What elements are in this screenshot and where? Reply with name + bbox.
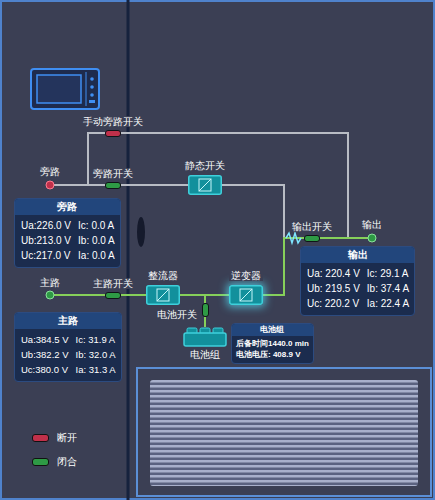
power-wire bbox=[121, 184, 188, 186]
panel-title: 主路 bbox=[15, 313, 121, 329]
panel-title: 输出 bbox=[301, 247, 414, 263]
terminal-label-holder: 旁路 bbox=[40, 166, 60, 178]
switch-symbol: 主路开关 bbox=[105, 292, 121, 299]
device-label: 整流器 bbox=[146, 270, 180, 281]
terminal-label: 旁路 bbox=[40, 166, 60, 177]
converter-box: 逆变器 bbox=[229, 285, 263, 305]
monitor-icon bbox=[31, 69, 99, 109]
device-label: 静态开关 bbox=[183, 160, 227, 171]
reading-panel: 主路 Ua:384.5 V Ic: 31.9 A Ub:382.2 V Ib: 32.0… bbox=[14, 312, 122, 382]
panel-title: 电池组 bbox=[232, 324, 313, 336]
converter-box: 整流器 bbox=[146, 285, 180, 305]
reading-value: Ic: 29.1 A bbox=[367, 266, 409, 281]
power-wire bbox=[180, 295, 205, 303]
switch-symbol: 手动旁路开关 bbox=[105, 130, 121, 137]
reading-value: Ia: 22.4 A bbox=[367, 296, 409, 311]
power-wire bbox=[263, 238, 304, 295]
terminal-dot bbox=[46, 291, 54, 299]
reading-value: Uc:380.0 V bbox=[21, 362, 69, 377]
panel-body: Ua: 220.4 V Ic: 29.1 A Ub: 219.5 V Ib: 37.4… bbox=[301, 263, 414, 315]
cabinet-panel bbox=[137, 368, 431, 496]
label-holder: 输出开关 bbox=[290, 221, 334, 233]
battery-icon bbox=[183, 327, 227, 347]
switch-label: 电池开关 bbox=[155, 309, 199, 320]
switch-symbol: 输出开关 bbox=[304, 235, 320, 242]
spark-symbol bbox=[286, 233, 301, 243]
reading-value: Ia: 31.3 A bbox=[76, 362, 116, 377]
reading-value: Ia: 0.0 A bbox=[78, 248, 115, 263]
terminal-dot bbox=[368, 234, 376, 242]
converter-icon bbox=[188, 175, 222, 195]
panel-title: 旁路 bbox=[15, 199, 120, 215]
reading-panel: 电池组后备时间1440.0 min电池电压: 408.9 V bbox=[231, 323, 314, 364]
terminal-label-holder: 输出 bbox=[362, 219, 382, 231]
legend-swatch bbox=[32, 458, 49, 466]
device-label: 电池组 bbox=[188, 349, 222, 360]
legend-row: 闭合 bbox=[32, 456, 77, 468]
power-wire bbox=[204, 317, 206, 327]
reading-value: 后备时间1440.0 min bbox=[236, 338, 309, 349]
switch-label: 主路开关 bbox=[91, 278, 135, 289]
reading-value: Ua:226.0 V bbox=[21, 218, 71, 233]
label-holder: 主路开关 bbox=[91, 278, 135, 290]
panel-body: Ua:226.0 V Ic: 0.0 A Ub:213.0 V Ib: 0.0 A Uc… bbox=[15, 215, 120, 267]
reading-value: Ua:384.5 V bbox=[21, 332, 69, 347]
switch-symbol: 旁路开关 bbox=[105, 182, 121, 189]
reading-value: Ic: 0.0 A bbox=[78, 218, 115, 233]
switch-label: 旁路开关 bbox=[91, 168, 135, 179]
panel-body: 后备时间1440.0 min电池电压: 408.9 V bbox=[232, 336, 313, 363]
legend-text: 闭合 bbox=[57, 456, 77, 468]
divider-line bbox=[127, 0, 130, 500]
device-label: 逆变器 bbox=[229, 270, 263, 281]
label-holder: 整流器 bbox=[146, 270, 180, 282]
legend-row: 断开 bbox=[32, 432, 77, 444]
reading-value: Ib: 37.4 A bbox=[367, 281, 409, 296]
terminal-label-holder: 主路 bbox=[40, 277, 60, 289]
label-holder: 手动旁路开关 bbox=[81, 116, 145, 128]
reading-value: Ib: 0.0 A bbox=[78, 233, 115, 248]
reading-value: 电池电压: 408.9 V bbox=[236, 349, 309, 360]
terminal-dot bbox=[46, 181, 54, 189]
label-holder: 旁路开关 bbox=[91, 168, 135, 180]
reading-value: Ub:213.0 V bbox=[21, 233, 71, 248]
converter-icon bbox=[229, 285, 263, 305]
converter-box: 静态开关 bbox=[188, 175, 222, 195]
legend-swatch bbox=[32, 434, 49, 442]
battery-box: 电池组 bbox=[183, 327, 227, 347]
switch-label: 手动旁路开关 bbox=[81, 116, 145, 127]
terminal-label: 输出 bbox=[362, 219, 382, 230]
power-wire bbox=[121, 294, 146, 296]
reading-value: Ib: 32.0 A bbox=[76, 347, 116, 362]
label-holder: 静态开关 bbox=[183, 160, 227, 172]
reading-value: Ub: 219.5 V bbox=[307, 281, 360, 296]
switch-symbol: 电池开关 bbox=[202, 303, 209, 317]
switch-label: 输出开关 bbox=[290, 221, 334, 232]
reading-panel: 输出 Ua: 220.4 V Ic: 29.1 A Ub: 219.5 V Ib: 37… bbox=[300, 246, 415, 316]
shadow-mark bbox=[137, 217, 145, 247]
reading-value: Ub:382.2 V bbox=[21, 347, 69, 362]
reading-panel: 旁路 Ua:226.0 V Ic: 0.0 A Ub:213.0 V Ib: 0.0 A… bbox=[14, 198, 121, 268]
label-holder: 电池组 bbox=[188, 349, 222, 361]
panel-body: Ua:384.5 V Ic: 31.9 A Ub:382.2 V Ib: 32.0 A… bbox=[15, 329, 121, 381]
label-holder: 逆变器 bbox=[229, 270, 263, 282]
reading-value: Ic: 31.9 A bbox=[76, 332, 116, 347]
legend-text: 断开 bbox=[57, 432, 77, 444]
reading-value: Uc: 220.2 V bbox=[307, 296, 360, 311]
label-holder: 电池开关 bbox=[155, 309, 199, 321]
terminal-label: 主路 bbox=[40, 277, 60, 288]
reading-value: Uc:217.0 V bbox=[21, 248, 71, 263]
converter-icon bbox=[146, 285, 180, 305]
reading-value: Ua: 220.4 V bbox=[307, 266, 360, 281]
